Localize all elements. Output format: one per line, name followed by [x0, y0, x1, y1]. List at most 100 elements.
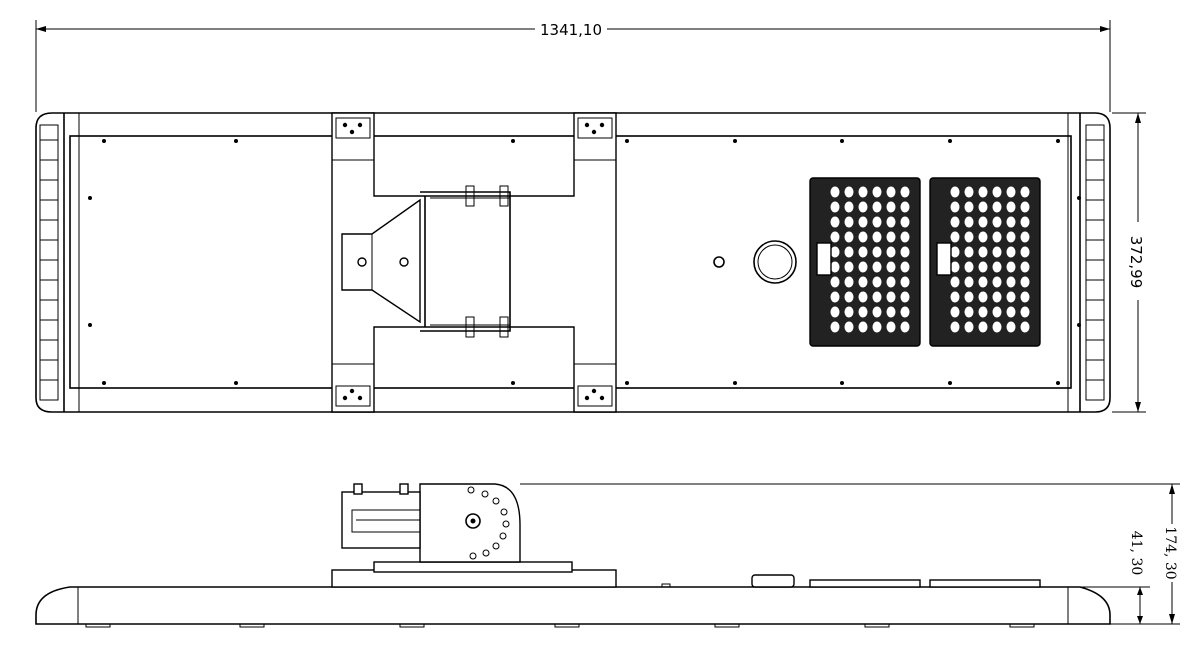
dimension-top-width: 372,99 [1112, 112, 1146, 413]
led-lens [844, 291, 854, 303]
led-lens [964, 216, 974, 228]
led-lens [900, 321, 910, 333]
led-lens [1006, 216, 1016, 228]
led-lens [978, 291, 988, 303]
led-lens [858, 246, 868, 258]
led-lens [844, 246, 854, 258]
led-lens [950, 216, 960, 228]
led-lens [900, 291, 910, 303]
led-lens [872, 231, 882, 243]
led-lens [978, 261, 988, 273]
led-lens [964, 261, 974, 273]
led-lens [830, 321, 840, 333]
sensor-area [713, 240, 797, 284]
dimension-label-length: 1341,10 [540, 21, 602, 39]
dimension-label-body-height: 41, 30 [1128, 531, 1144, 576]
led-lens [992, 306, 1002, 318]
led-lens [886, 261, 896, 273]
led-lens [1020, 216, 1030, 228]
led-lens [1006, 321, 1016, 333]
led-lens [844, 216, 854, 228]
led-module-right [929, 177, 1041, 347]
led-lens [1020, 291, 1030, 303]
led-lens [964, 291, 974, 303]
led-lens [1020, 246, 1030, 258]
led-lens [858, 291, 868, 303]
led-lens [1020, 261, 1030, 273]
led-lens [964, 201, 974, 213]
led-lens [872, 186, 882, 198]
led-lens [992, 261, 1002, 273]
led-lens [858, 276, 868, 288]
side-view [35, 483, 1111, 628]
led-lens [858, 261, 868, 273]
led-lens [886, 246, 896, 258]
led-lens [844, 261, 854, 273]
led-lens [900, 246, 910, 258]
led-lens [872, 276, 882, 288]
led-lens [992, 246, 1002, 258]
dimension-overall-length: 1341,10 [35, 18, 1111, 112]
led-lens [844, 306, 854, 318]
led-lens [830, 216, 840, 228]
led-lens [950, 276, 960, 288]
led-lens [950, 231, 960, 243]
led-lens [992, 321, 1002, 333]
led-lens [1006, 231, 1016, 243]
led-lens [964, 186, 974, 198]
led-lens [964, 246, 974, 258]
led-lens [900, 306, 910, 318]
led-lens [886, 291, 896, 303]
panel-screws [88, 139, 1081, 385]
led-lens [858, 306, 868, 318]
led-lens [900, 201, 910, 213]
adjustment-holes [467, 486, 510, 560]
led-lens [1006, 291, 1016, 303]
led-lens [950, 291, 960, 303]
led-lens [830, 201, 840, 213]
led-lens [950, 321, 960, 333]
led-lens [978, 246, 988, 258]
led-lens [886, 231, 896, 243]
led-lens [978, 216, 988, 228]
led-lens [978, 201, 988, 213]
led-lens [1020, 231, 1030, 243]
led-lens [872, 216, 882, 228]
led-lens [978, 321, 988, 333]
led-lens [886, 201, 896, 213]
led-lens [900, 276, 910, 288]
led-lens [900, 216, 910, 228]
led-lens [830, 246, 840, 258]
led-lens [1020, 186, 1030, 198]
dimension-label-width: 372,99 [1127, 236, 1145, 289]
led-lens [844, 201, 854, 213]
led-lens [858, 321, 868, 333]
led-lens [964, 276, 974, 288]
dimension-side-heights: 174, 30 41, 30 [520, 483, 1180, 625]
led-lens [992, 201, 1002, 213]
led-lens [858, 216, 868, 228]
led-lens [886, 216, 896, 228]
led-lens [872, 291, 882, 303]
led-lens [992, 291, 1002, 303]
led-lens [964, 321, 974, 333]
led-lens [950, 306, 960, 318]
led-lens [900, 186, 910, 198]
led-lens [1006, 276, 1016, 288]
led-lens [978, 231, 988, 243]
led-lens [872, 261, 882, 273]
led-lens [950, 261, 960, 273]
led-lens [992, 276, 1002, 288]
led-lens [950, 246, 960, 258]
led-lens [844, 276, 854, 288]
led-lens [1020, 276, 1030, 288]
led-lens [886, 321, 896, 333]
led-lens [872, 201, 882, 213]
led-lens [886, 306, 896, 318]
led-lens [872, 306, 882, 318]
led-lens [992, 216, 1002, 228]
led-lens [830, 186, 840, 198]
led-lens [886, 186, 896, 198]
led-lens [950, 186, 960, 198]
